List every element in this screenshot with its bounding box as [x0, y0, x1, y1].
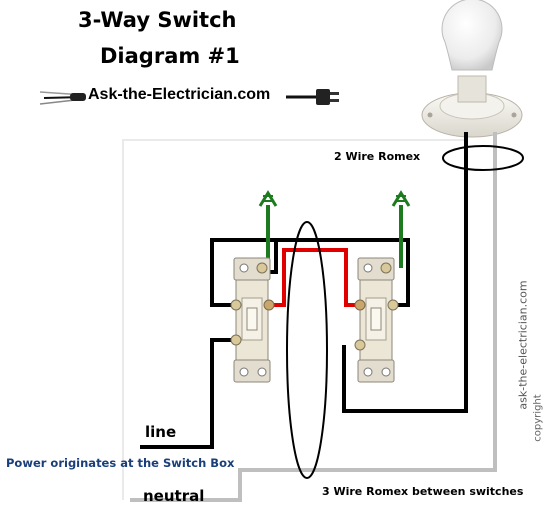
romex-2-ellipse	[442, 145, 524, 171]
light-bulb-icon	[421, 0, 523, 138]
neutral-label: neutral	[143, 487, 205, 505]
romex-2-label: 2 Wire Romex	[334, 150, 421, 163]
three-way-switch-right	[354, 257, 399, 383]
brand-text: Ask-the-Electrician.com	[88, 86, 271, 103]
black-traveler-wire	[210, 238, 410, 307]
power-plug-icon	[286, 89, 339, 105]
romex-3-label: 3 Wire Romex between switches	[322, 485, 524, 498]
ground-arrow-icon	[391, 190, 411, 268]
power-note-label: Power originates at the Switch Box	[6, 456, 235, 470]
switch-leg-wire	[342, 132, 468, 413]
three-way-switch-left	[230, 257, 275, 383]
copyright-watermark: copyright	[532, 394, 544, 442]
frame-line	[122, 139, 466, 500]
hot-wire	[140, 338, 232, 449]
common-wire-left	[270, 240, 278, 274]
website-watermark: ask-the-electrician.com	[516, 280, 530, 410]
neutral-wire	[130, 132, 497, 502]
line-label: line	[145, 423, 177, 441]
title-line-2: Diagram #1	[100, 44, 240, 68]
red-traveler-wire	[272, 248, 356, 307]
title-line-1: 3-Way Switch	[78, 8, 237, 32]
romex-3-ellipse	[286, 221, 328, 479]
wire-strand-icon	[39, 91, 86, 105]
